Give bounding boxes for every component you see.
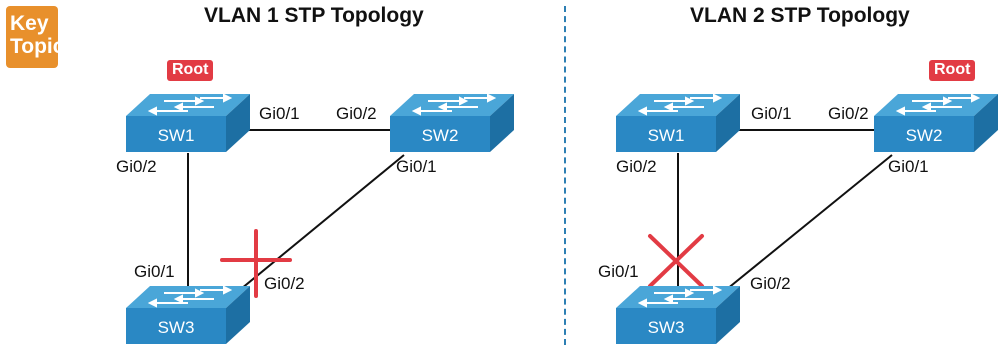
vlan1-sw1-port-gi02: Gi0/2	[116, 157, 157, 176]
vlan1-sw3-port-gi02: Gi0/2	[264, 274, 305, 293]
vlan1-sw2-label: SW2	[421, 126, 459, 145]
vlan2-sw1-port-gi01: Gi0/1	[751, 104, 792, 123]
vlan1-sw2-port-gi02: Gi0/2	[336, 104, 377, 123]
vlan2-sw3-port-gi01: Gi0/1	[598, 262, 639, 281]
vlan1-sw2-switch-icon: SW2	[390, 94, 514, 154]
vlan1-sw1-switch-icon: SW1	[126, 94, 250, 154]
vlan2-sw3-port-gi02: Gi0/2	[750, 274, 791, 293]
vlan2-sw3-label: SW3	[647, 318, 685, 337]
vlan1-sw2-port-gi01: Gi0/1	[396, 157, 437, 176]
vlan1-blocked-mark	[220, 229, 292, 298]
vlan2-blocked-mark	[648, 234, 704, 288]
vlan1-title: VLAN 1 STP Topology	[204, 4, 424, 27]
vlan2-sw2-label: SW2	[905, 126, 943, 145]
vlan2-sw2-switch-icon: SW2	[874, 94, 998, 154]
key-topic-line1: Key	[10, 12, 49, 35]
vlan2-sw1-switch-icon: SW1	[616, 94, 740, 154]
vlan2-root-badge: Root	[929, 60, 976, 81]
vlan2-link-sw2-sw3	[715, 154, 893, 299]
vlan1-link-sw2-sw3	[229, 154, 405, 299]
key-topic-line2: Topic	[10, 35, 65, 58]
vlan1-root-badge: Root	[167, 60, 214, 81]
vlan1-sw1-port-gi01: Gi0/1	[259, 104, 300, 123]
vlan1-sw3-label: SW3	[157, 318, 195, 337]
vlan2-title: VLAN 2 STP Topology	[690, 4, 910, 27]
vlan1-sw3-switch-icon: SW3	[126, 286, 250, 346]
vlan1-sw3-port-gi01: Gi0/1	[134, 262, 175, 281]
vlan2-sw2-port-gi02: Gi0/2	[828, 104, 869, 123]
key-topic-badge: Key Topic	[6, 6, 65, 68]
vlan2-sw2-port-gi01: Gi0/1	[888, 157, 929, 176]
vlan2-sw1-port-gi02: Gi0/2	[616, 157, 657, 176]
vlan1-sw1-label: SW1	[157, 126, 195, 145]
vlan2-sw1-label: SW1	[647, 126, 685, 145]
vlan2-sw3-switch-icon: SW3	[616, 286, 740, 346]
topology-divider	[564, 6, 566, 345]
